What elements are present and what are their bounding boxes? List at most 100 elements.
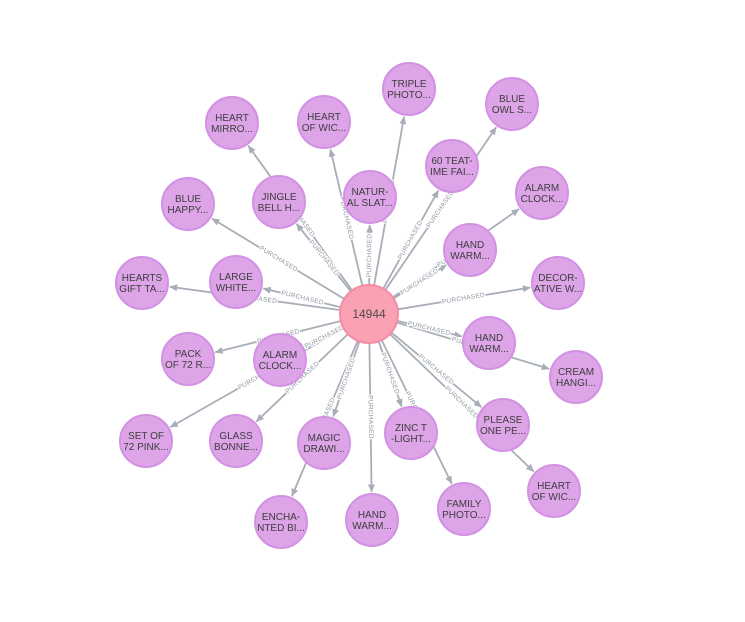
product-node[interactable]: 60 TEAT-IME FAI...	[425, 139, 479, 193]
product-node[interactable]: NATUR-AL SLAT...	[343, 170, 397, 224]
purchased-edge[interactable]	[368, 208, 520, 315]
product-node-circle	[209, 414, 263, 468]
product-node-circle	[515, 166, 569, 220]
product-node-circle	[527, 464, 581, 518]
product-node-circle	[161, 177, 215, 231]
purchased-edge-label[interactable]: PURCHASED	[306, 238, 341, 279]
product-node-circle	[485, 77, 539, 131]
customer-node[interactable]: 14944	[339, 284, 399, 344]
product-node-circle	[437, 482, 491, 536]
purchased-edge-label[interactable]: PURCHASED	[257, 244, 300, 275]
product-node-circle	[252, 175, 306, 229]
purchased-edge-label[interactable]: PURCHASED	[365, 232, 375, 278]
product-node-circle	[297, 95, 351, 149]
purchased-edge[interactable]	[368, 313, 453, 485]
purchased-edge[interactable]	[291, 313, 370, 497]
product-node-label: ZINC T-LIGHT...	[391, 423, 431, 445]
product-node[interactable]: ENCHA-NTED BI...	[254, 495, 308, 549]
customer-node-label: 14944	[352, 307, 386, 321]
purchased-edge[interactable]	[368, 313, 550, 371]
purchased-edge-label[interactable]: PURCHASED	[406, 319, 452, 339]
product-node-circle	[382, 62, 436, 116]
purchased-edge-label[interactable]: PURCHASED	[424, 188, 457, 230]
product-node-circle	[531, 256, 585, 310]
product-node-circle	[425, 139, 479, 193]
product-node-circle	[297, 416, 351, 470]
product-node-circle	[549, 350, 603, 404]
product-node-circle	[254, 495, 308, 549]
purchased-edge-label[interactable]: PURCHASED	[365, 394, 375, 440]
purchased-edge[interactable]	[247, 145, 370, 315]
product-node-circle	[205, 96, 259, 150]
purchased-edge[interactable]	[211, 217, 370, 315]
product-node-circle	[345, 493, 399, 547]
product-node-circle	[161, 332, 215, 386]
product-node-circle	[119, 414, 173, 468]
purchased-edge-label[interactable]: PURCHASED	[416, 352, 456, 388]
product-node-label: DECOR-ATIVE W...	[534, 273, 582, 295]
product-node-circle	[443, 223, 497, 277]
product-node-circle	[384, 406, 438, 460]
product-node-circle	[253, 333, 307, 387]
product-node[interactable]: ZINC T-LIGHT...	[384, 406, 438, 460]
purchased-edge[interactable]	[169, 284, 370, 315]
customer-node-circle	[339, 284, 399, 344]
product-node-circle	[343, 170, 397, 224]
product-node-label: ENCHA-NTED BI...	[257, 512, 305, 534]
product-node-label: 60 TEAT-IME FAI...	[430, 156, 474, 178]
product-node-circle	[462, 316, 516, 370]
product-node-circle	[209, 255, 263, 309]
purchased-edge-label[interactable]: PURCHASED	[335, 356, 358, 402]
product-node-label: NATUR-AL SLAT...	[347, 187, 393, 209]
product-node[interactable]: DECOR-ATIVE W...	[531, 256, 585, 310]
purchased-edge-label[interactable]: PURCHASED	[440, 290, 487, 306]
product-node-circle	[476, 398, 530, 452]
purchased-edge-label[interactable]: PURCHASED	[398, 266, 441, 298]
